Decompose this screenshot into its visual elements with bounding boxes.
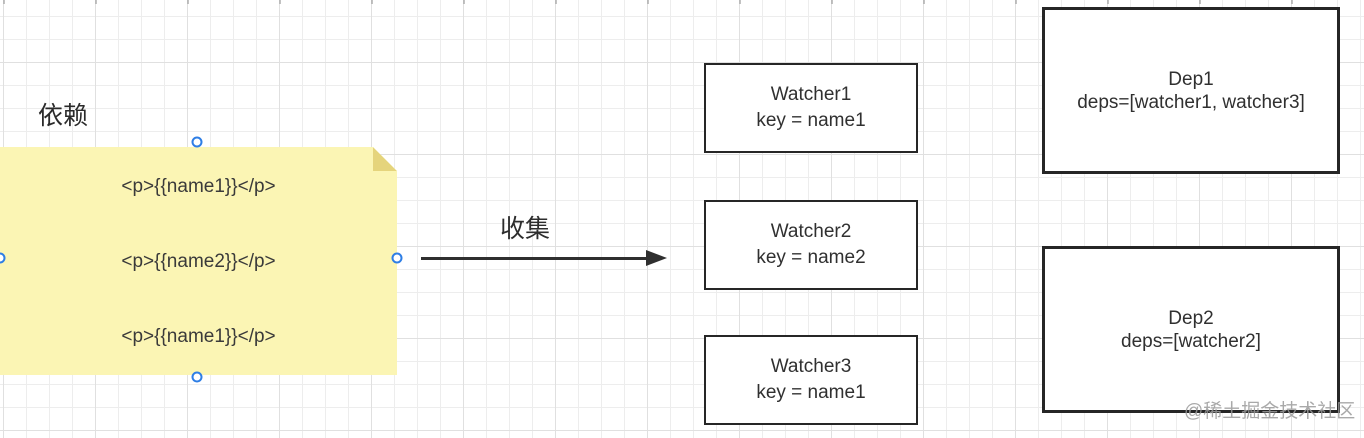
watermark: @稀土掘金技术社区 [1184, 401, 1356, 422]
code-line: <p>{{name1}}</p> [121, 325, 276, 347]
dep-list: deps=[watcher2] [1121, 330, 1261, 352]
selection-handle-bottom[interactable] [191, 371, 203, 383]
dep-title: Dep2 [1168, 307, 1214, 329]
collect-arrow[interactable] [421, 257, 649, 260]
watcher-title: Watcher2 [770, 221, 852, 242]
arrow-label: 收集 [500, 215, 551, 243]
watcher3-box[interactable]: Watcher3 key = name1 [704, 335, 918, 425]
code-line: <p>{{name2}}</p> [121, 250, 276, 272]
sticky-note-template-code[interactable]: <p>{{name1}}</p> <p>{{name2}}</p> <p>{{n… [0, 147, 397, 375]
arrow-head-icon [646, 250, 667, 266]
watcher-key: key = name1 [756, 382, 866, 403]
dep2-box[interactable]: Dep2 deps=[watcher2] [1042, 246, 1340, 413]
watcher-key: key = name2 [756, 247, 866, 268]
selection-handle-top[interactable] [191, 136, 203, 148]
template-code-block: <p>{{name1}}</p> <p>{{name2}}</p> <p>{{n… [121, 124, 275, 399]
watcher2-box[interactable]: Watcher2 key = name2 [704, 200, 918, 290]
code-line: <p>{{name1}}</p> [121, 175, 276, 197]
note-title-label: 依赖 [38, 102, 89, 130]
watcher-key: key = name1 [756, 110, 866, 131]
note-folded-corner-icon [373, 147, 397, 171]
watcher-title: Watcher3 [770, 356, 852, 377]
watcher-title: Watcher1 [770, 84, 852, 105]
grid-top-ticks [0, 0, 1364, 4]
dep-list: deps=[watcher1, watcher3] [1077, 91, 1305, 113]
selection-handle-right[interactable] [391, 252, 403, 264]
dep1-box[interactable]: Dep1 deps=[watcher1, watcher3] [1042, 7, 1340, 174]
dep-title: Dep1 [1168, 68, 1214, 90]
selection-handle-left[interactable] [0, 252, 6, 264]
watcher1-box[interactable]: Watcher1 key = name1 [704, 63, 918, 153]
